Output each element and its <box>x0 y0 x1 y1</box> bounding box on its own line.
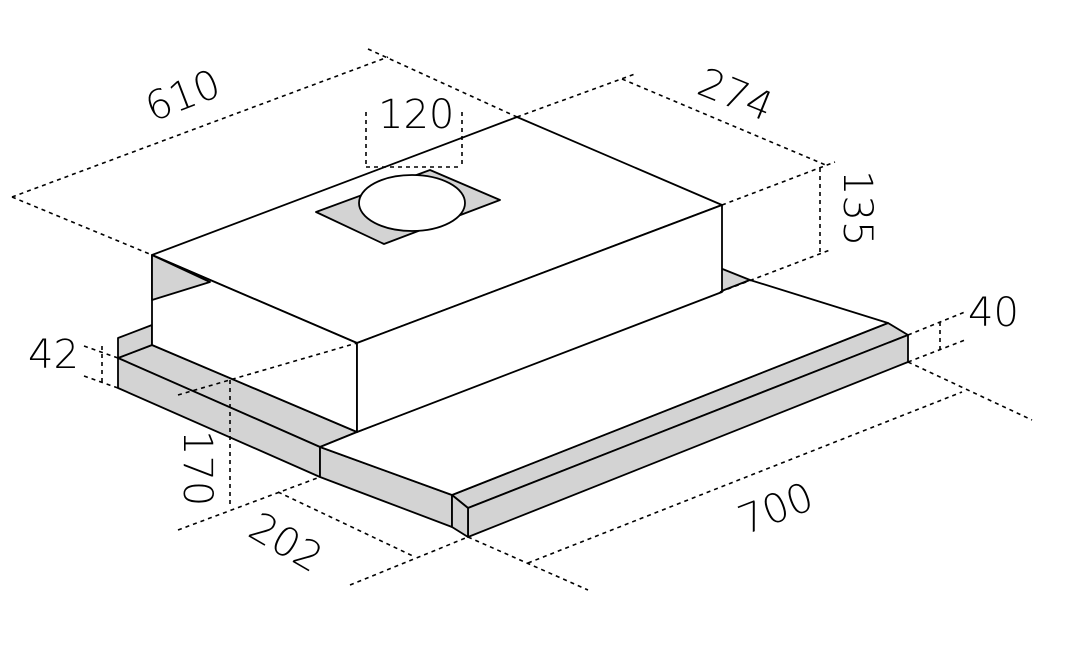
label-170: 170 <box>174 430 220 506</box>
label-610: 610 <box>139 61 227 131</box>
upper-body-inner-shadow <box>151 254 211 301</box>
label-42: 42 <box>28 332 79 378</box>
dimension-lines <box>11 48 1033 591</box>
hood-tray <box>117 267 909 538</box>
label-202: 202 <box>241 504 330 582</box>
hood-upper-body <box>151 116 723 433</box>
drawer-top <box>319 279 889 496</box>
label-274: 274 <box>691 60 779 131</box>
air-outlet <box>315 169 501 245</box>
label-40: 40 <box>968 290 1019 336</box>
outlet-circle-icon <box>358 174 466 232</box>
label-700: 700 <box>732 474 820 544</box>
label-120: 120 <box>378 92 454 138</box>
label-135: 135 <box>834 170 880 246</box>
